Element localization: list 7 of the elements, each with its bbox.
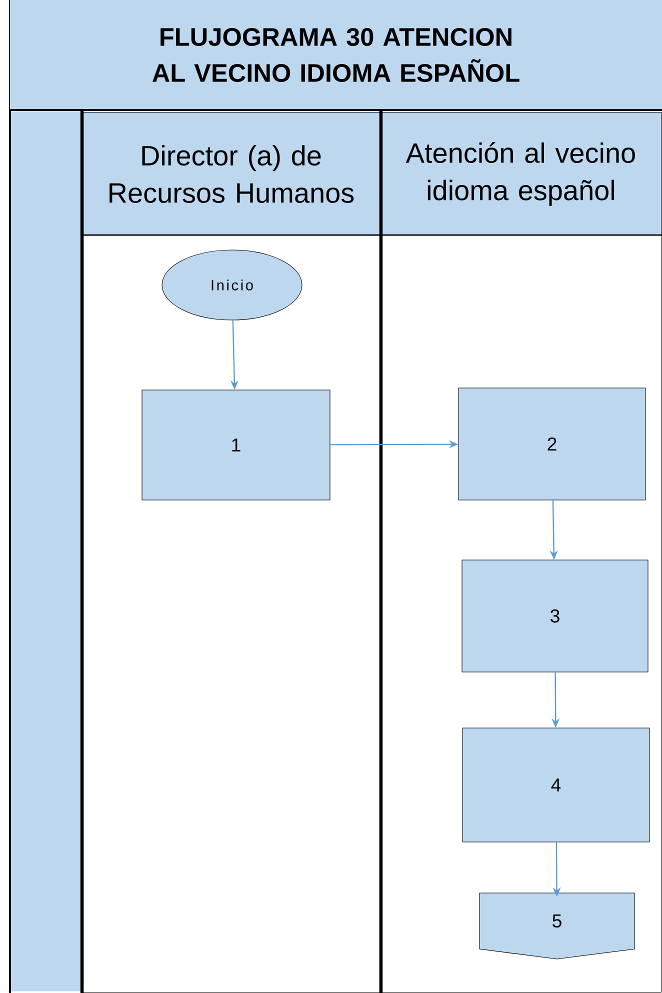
side-band	[10, 111, 82, 992]
off-page-connector: 5	[479, 892, 635, 960]
title-banner: FLUJOGRAMA 30 ATENCION AL VECINO IDIOMA ESPAÑOL	[10, 0, 662, 110]
process-box: 4	[462, 728, 650, 842]
process-box: 3	[462, 560, 648, 672]
process-box: 2	[458, 388, 646, 500]
process-box: 1	[142, 390, 330, 500]
